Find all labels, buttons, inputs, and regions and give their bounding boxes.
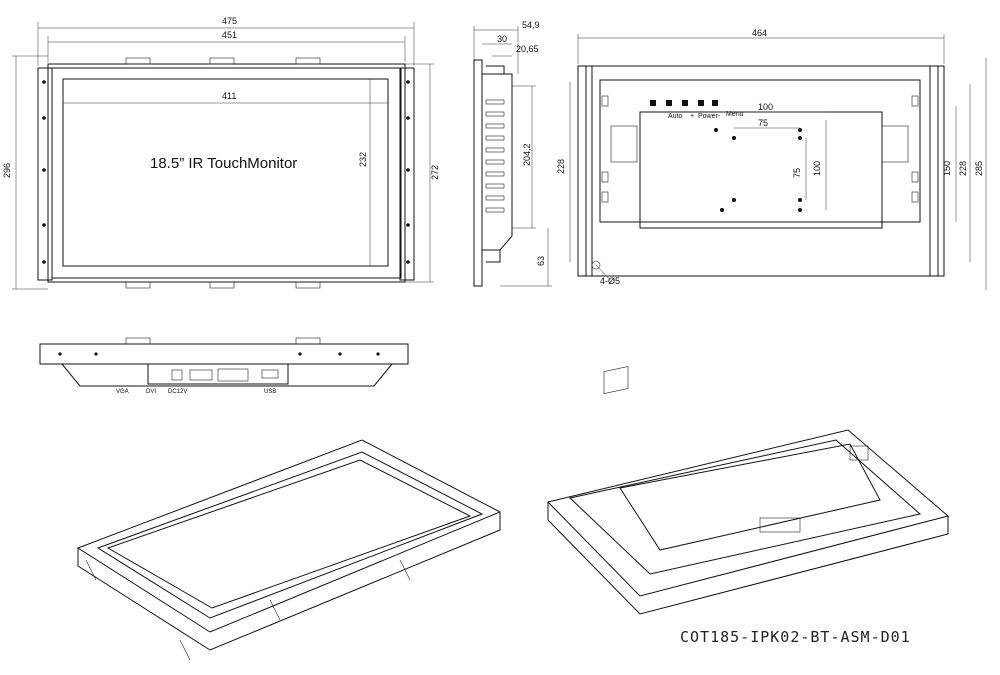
- rear-button-minus: -: [718, 113, 721, 120]
- front-right-bracket: [399, 67, 415, 281]
- side-bezel: [473, 59, 483, 287]
- rear-vesa-holes: [714, 128, 802, 212]
- side-bracket-bottom: [486, 250, 501, 263]
- side-height-b: 63: [536, 256, 546, 266]
- front-tab: [209, 281, 235, 289]
- front-height-inner: 272: [430, 165, 440, 180]
- front-active-width: 411: [222, 91, 236, 101]
- side-depth-a: 30: [497, 34, 507, 44]
- drawing-id: COT185-IPK02-BT-ASM-D01: [680, 628, 911, 646]
- rear-height-right-b: 228: [958, 161, 968, 176]
- side-height-a: 204,2: [522, 143, 532, 166]
- side-depth-b: 20,65: [516, 44, 539, 54]
- vesa-h-inner: 75: [758, 118, 768, 128]
- vga-port: [189, 369, 213, 381]
- front-height-outer: 296: [2, 163, 12, 178]
- rear-outer-frame: [585, 65, 939, 277]
- rear-width: 464: [752, 28, 767, 38]
- front-tab: [125, 281, 151, 289]
- iso-front-brackets: [85, 559, 411, 661]
- front-bracket-holes: [42, 80, 410, 264]
- side-bracket-top: [486, 65, 505, 74]
- bottom-io-panel: [147, 363, 289, 385]
- rear-button-menu: Menu: [726, 111, 744, 118]
- vesa-h-outer: 100: [758, 102, 773, 112]
- rear-vesa-panel: [639, 111, 883, 229]
- front-width-inner: 451: [222, 30, 237, 40]
- front-tab: [209, 57, 235, 65]
- iso-rear-speaker: [603, 366, 629, 394]
- iso-front-view: [76, 439, 502, 661]
- iso-rear-ports: [759, 517, 801, 533]
- front-bezel: [51, 67, 402, 279]
- dvi-port: [217, 368, 249, 382]
- rear-height-left: 228: [556, 159, 566, 174]
- port-label-dc12v: DC12V: [168, 389, 187, 395]
- side-body: [481, 73, 513, 251]
- rear-left-bracket: [577, 65, 593, 277]
- product-label: 18.5” IR TouchMonitor: [150, 155, 297, 172]
- iso-rear-vesa: [619, 443, 881, 551]
- iso-rear-view: [547, 366, 950, 615]
- front-view: 475 451 411 296 272 232 18.5” IR TouchMo…: [2, 16, 440, 290]
- rear-button-auto: Auto: [668, 113, 683, 120]
- bottom-tab: [295, 337, 321, 345]
- port-label-usb: USB: [264, 389, 276, 395]
- rear-hole-label: 4-Ø5: [600, 276, 620, 286]
- iso-rear-outer: [547, 429, 950, 597]
- bottom-tab: [125, 337, 151, 345]
- rear-height-right-c: 285: [974, 161, 984, 176]
- port-label-dvi: DVI: [146, 389, 156, 395]
- port-label-vga: VGA: [116, 389, 129, 395]
- iso-rear-edge: [547, 502, 949, 615]
- rear-button-power: Power: [698, 113, 719, 120]
- side-depth-total: 54,9: [522, 20, 540, 30]
- side-view: 54,9 30 20,65 204,2 63: [473, 20, 552, 287]
- usb-port: [261, 369, 279, 379]
- vesa-v-inner: 75: [792, 168, 802, 178]
- front-width-outer: 475: [222, 16, 237, 26]
- rear-housing: [599, 79, 921, 223]
- rear-speaker-left: [610, 125, 638, 163]
- iso-rear-housing: [568, 439, 922, 575]
- iso-front-bezel: [96, 451, 484, 619]
- rear-button-plus: +: [690, 113, 694, 120]
- vesa-v-outer: 100: [812, 161, 822, 176]
- rear-mount-hole: [591, 260, 601, 270]
- bottom-body: [61, 363, 393, 387]
- iso-rear-speaker: [849, 445, 869, 461]
- rear-speaker-right: [881, 125, 909, 163]
- iso-front-edge: [77, 512, 501, 651]
- front-tab: [125, 57, 151, 65]
- front-tab: [295, 57, 321, 65]
- front-tab: [295, 281, 321, 289]
- bottom-holes: [58, 352, 380, 356]
- rear-button-row: [650, 100, 718, 106]
- dc-jack: [171, 369, 183, 381]
- rear-height-right-a: 150: [942, 161, 952, 176]
- rear-view: Auto + Power - Menu 100 75 75 100 4-Ø5 4…: [556, 28, 987, 290]
- side-vents: [485, 99, 505, 213]
- front-left-bracket: [37, 67, 53, 281]
- front-screen: [62, 78, 389, 267]
- front-active-height: 232: [358, 152, 368, 167]
- rear-slots: [601, 95, 919, 203]
- iso-front-screen: [106, 459, 472, 609]
- bottom-view: VGA DVI DC12V USB: [39, 337, 409, 395]
